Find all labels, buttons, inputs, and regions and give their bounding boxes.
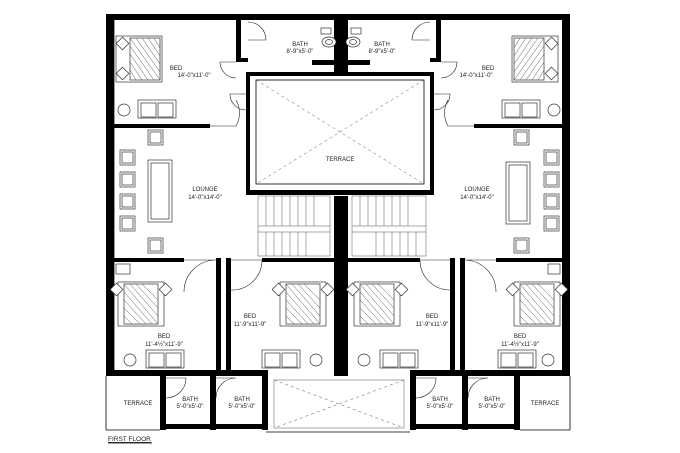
size-bath-top-right: 8'-9"x5'-0" [369,49,396,55]
staircase-right [351,195,427,257]
size-bed-bottom-outer-right: 11'-4½"x11'-9" [501,341,539,348]
size-bath-bottom-2: 5'-0"x5'-0" [229,404,256,410]
size-bed-top-right: 14'-0"x11'-0" [459,73,492,79]
label-terrace-bottom-left: TERRACE [124,401,153,407]
label-terrace-center: TERRACE [326,157,355,163]
furniture [109,27,569,369]
label-bath-top-right: BATH [374,42,390,48]
label-bath-bottom-4: BATH [484,397,500,403]
label-bed-bottom-outer-left: BED [158,334,171,340]
label-bath-top-left: BATH [292,42,308,48]
doors [165,21,497,399]
room-labels: BED 14'-0"x11'-0" BATH 8'-9"x5'-0" BATH … [124,42,560,410]
staircase-left [257,195,331,257]
label-bed-bottom-inner-right: BED [426,314,439,320]
label-bed-bottom-inner-left: BED [244,314,257,320]
size-lounge-right: 14'-0"x14'-0" [460,195,494,201]
label-bath-bottom-1: BATH [182,397,198,403]
label-bed-bottom-outer-right: BED [514,334,527,340]
size-bath-bottom-3: 5'-0"x5'-0" [427,404,454,410]
label-bed-top-right: BED [482,66,495,72]
bottom-passage [273,379,405,429]
outline-lines [105,20,571,433]
label-lounge-right: LOUNGE [464,187,489,193]
central-terrace [255,79,425,185]
size-bath-bottom-1: 5'-0"x5'-0" [177,404,204,410]
size-bath-bottom-4: 5'-0"x5'-0" [479,404,506,410]
label-lounge-left: LOUNGE [192,187,217,193]
size-lounge-left: 14'-0"x14'-0" [188,195,222,201]
caption-text: FIRST FLOOR [108,436,151,443]
label-bed-top-left: BED [170,66,183,72]
size-bath-top-left: 8'-9"x5'-0" [287,49,314,55]
interior-walls [106,20,570,430]
size-bed-top-left: 14'-0"x11'-0" [177,73,210,79]
plan-caption: FIRST FLOOR [108,436,152,444]
size-bed-bottom-inner-left: 11'-9"x11'-9" [234,322,267,328]
label-bath-bottom-3: BATH [432,397,448,403]
label-terrace-bottom-right: TERRACE [531,401,560,407]
size-bed-bottom-inner-right: 11'-9"x11'-9" [416,322,449,328]
label-bath-bottom-2: BATH [234,397,250,403]
size-bed-bottom-outer-left: 11'-4½"x11'-9" [145,341,183,348]
outer-walls [106,14,570,376]
